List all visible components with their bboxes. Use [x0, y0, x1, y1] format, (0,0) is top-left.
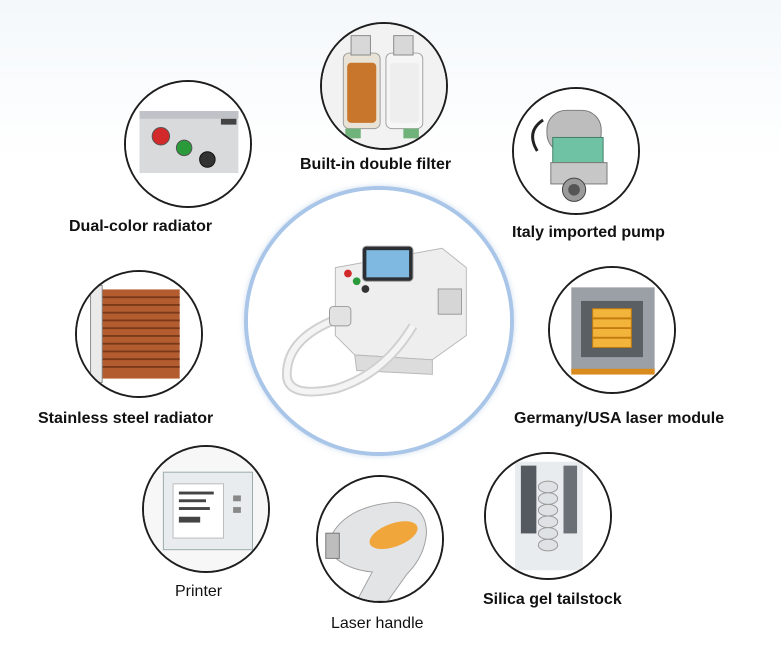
- label-printer: Printer: [175, 583, 223, 600]
- filter-image: [320, 22, 448, 150]
- label-handle: Laser handle: [331, 615, 424, 632]
- label-tailstock: Silica gel tailstock: [483, 591, 622, 608]
- double-filter-icon: [322, 24, 446, 148]
- silica-tailstock-icon: [486, 454, 610, 578]
- steel-radiator-image: [75, 270, 203, 398]
- label-dual-radiator: Dual-color radiator: [69, 218, 213, 235]
- water-pump-icon: [514, 89, 638, 213]
- tailstock-image: [484, 452, 612, 580]
- receipt-printer-icon: [144, 447, 268, 571]
- label-filter: Built-in double filter: [300, 156, 452, 173]
- label-laser-module: Germany/USA laser module: [514, 410, 725, 427]
- printer-image: [142, 445, 270, 573]
- copper-radiator-icon: [77, 272, 201, 396]
- label-steel-radiator: Stainless steel radiator: [38, 410, 214, 427]
- pump-image: [512, 87, 640, 215]
- laser-machine-icon: [248, 190, 510, 452]
- dual-radiator-image: [124, 80, 252, 208]
- laser-module-image: [548, 266, 676, 394]
- laser-module-icon: [550, 268, 674, 392]
- handle-image: [316, 475, 444, 603]
- control-knobs-icon: [126, 82, 250, 206]
- label-pump: Italy imported pump: [512, 224, 665, 241]
- center-product-circle: [244, 186, 514, 456]
- laser-handpiece-icon: [318, 477, 442, 601]
